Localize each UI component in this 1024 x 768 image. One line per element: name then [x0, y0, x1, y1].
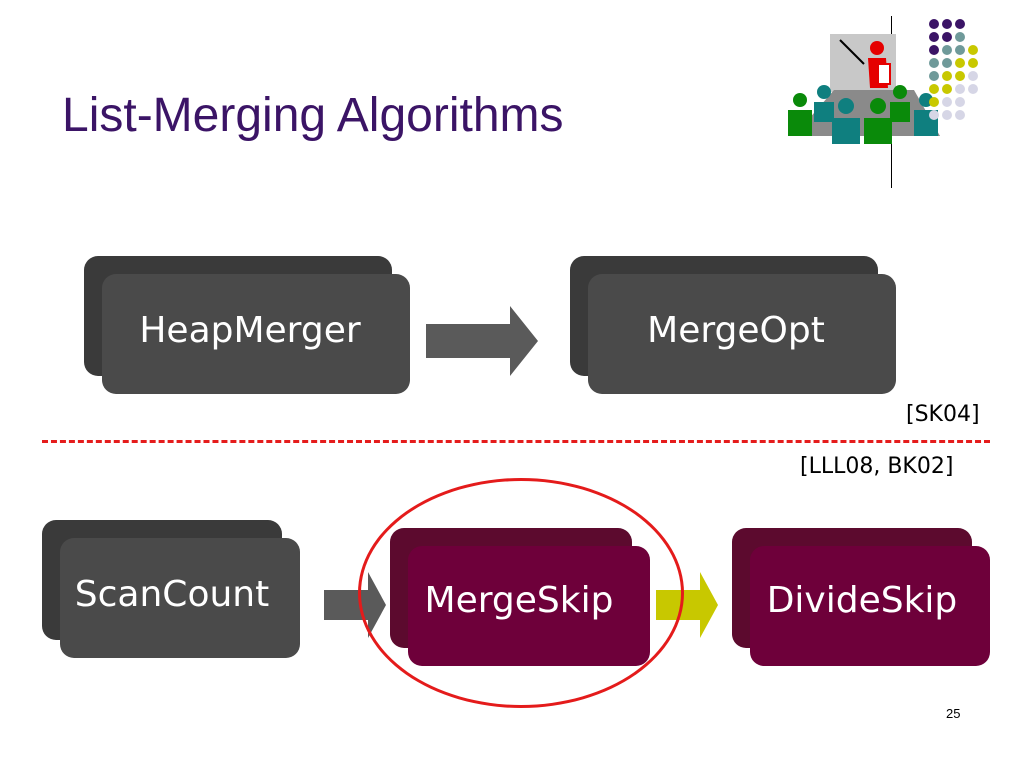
- mergeopt-label: MergeOpt: [647, 309, 825, 351]
- decorative-dot: [929, 84, 939, 94]
- decorative-dot: [955, 19, 965, 29]
- decorative-dot: [955, 32, 965, 42]
- decorative-dot: [929, 19, 939, 29]
- heapmerger-label: HeapMerger: [139, 309, 361, 351]
- decorative-dot: [968, 84, 978, 94]
- decorative-dot: [955, 71, 965, 81]
- decorative-dot: [942, 58, 952, 68]
- decorative-dot: [942, 71, 952, 81]
- decorative-dot: [968, 45, 978, 55]
- page-number: 25: [946, 706, 961, 721]
- scancount-label: ScanCount: [74, 573, 270, 615]
- decorative-dot: [942, 32, 952, 42]
- decorative-dot: [955, 84, 965, 94]
- decorative-dot: [929, 58, 939, 68]
- mergeopt-box: MergeOpt: [570, 256, 896, 394]
- divideskip-box: DivideSkip: [732, 528, 990, 666]
- decorative-dot: [942, 45, 952, 55]
- decorative-dot: [955, 45, 965, 55]
- decorative-dot: [929, 32, 939, 42]
- scancount-box-face: ScanCount: [60, 538, 300, 658]
- mergeopt-box-face: MergeOpt: [588, 274, 896, 394]
- heapmerger-box-face: HeapMerger: [102, 274, 410, 394]
- decorative-dot: [968, 71, 978, 81]
- mergeskip-highlight-ellipse: [358, 478, 684, 708]
- decorative-dot: [955, 58, 965, 68]
- arrow-heapmerger-to-mergeopt: [426, 306, 538, 376]
- citation-bottom: [LLL08, BK02]: [800, 454, 954, 479]
- decorative-dot: [929, 97, 939, 107]
- decorative-dot: [929, 45, 939, 55]
- scancount-box: ScanCount: [42, 520, 300, 658]
- decorative-dot: [929, 110, 939, 120]
- decorative-dot: [955, 97, 965, 107]
- dashed-separator: [42, 440, 990, 443]
- decorative-dot: [942, 97, 952, 107]
- heapmerger-box: HeapMerger: [84, 256, 410, 394]
- citation-top: [SK04]: [906, 402, 980, 427]
- decorative-dot: [942, 19, 952, 29]
- divideskip-box-face: DivideSkip: [750, 546, 990, 666]
- slide-title: List-Merging Algorithms: [62, 89, 564, 142]
- decorative-dot: [942, 110, 952, 120]
- decorative-dot-grid: [929, 19, 978, 120]
- decorative-dot: [942, 84, 952, 94]
- divideskip-label: DivideSkip: [766, 579, 958, 621]
- decorative-dot: [955, 110, 965, 120]
- arrow-mergeskip-to-divideskip: [656, 572, 718, 638]
- decorative-dot: [929, 71, 939, 81]
- presentation-meeting-icon: [788, 34, 940, 144]
- decorative-dot: [968, 58, 978, 68]
